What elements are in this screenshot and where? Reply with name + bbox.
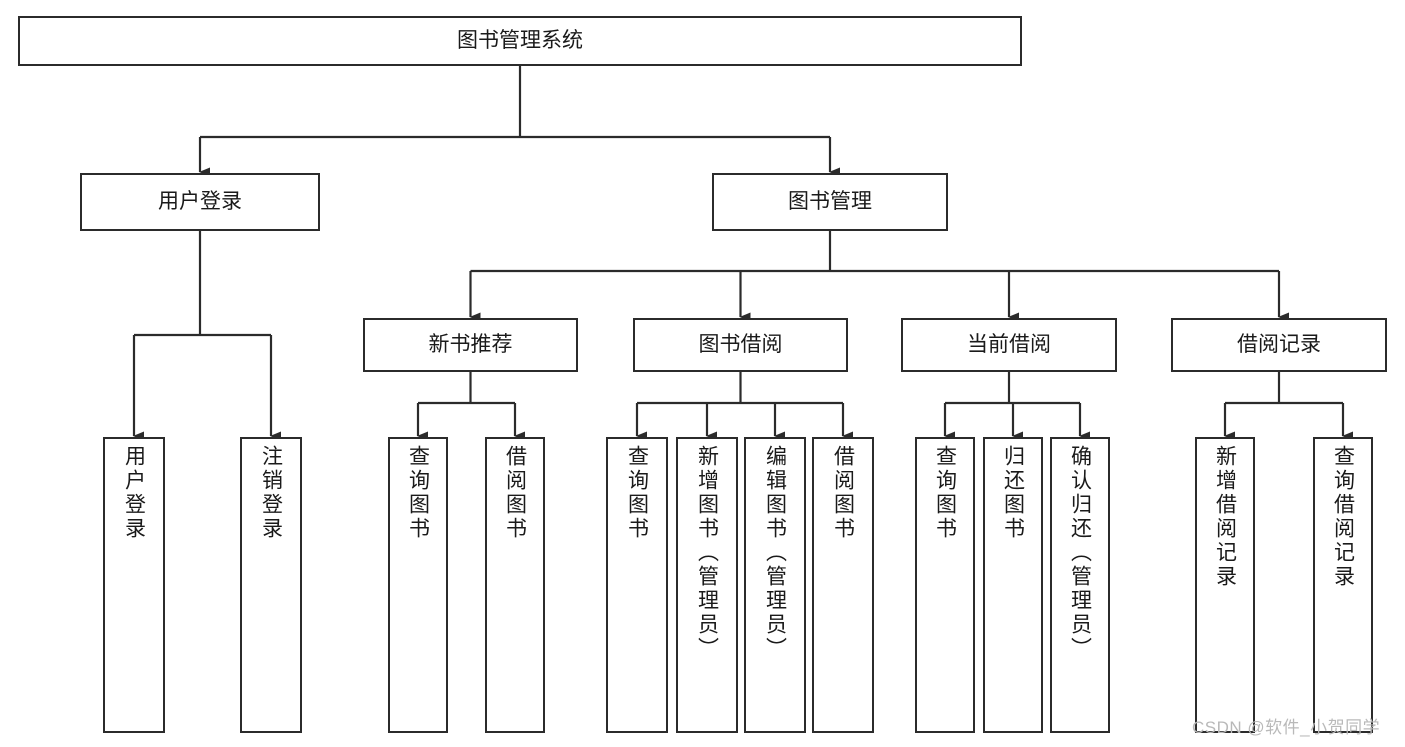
node-book-manage[interactable]: 图书管理	[712, 173, 948, 231]
node-label-current-borrow: 当前借阅	[967, 333, 1051, 357]
node-label-book-borrow: 图书借阅	[698, 333, 783, 357]
node-leaf-cb-confirm[interactable]: 确认归还（管理员）	[1050, 437, 1110, 733]
node-label-book-manage: 图书管理	[788, 190, 872, 214]
node-label-root: 图书管理系统	[457, 29, 583, 53]
node-leaf-cb-return[interactable]: 归还图书	[983, 437, 1043, 733]
node-label-borrow-record: 借阅记录	[1237, 333, 1321, 357]
node-leaf-bb-borrow[interactable]: 借阅图书	[812, 437, 874, 733]
node-label-leaf-bb-borrow: 借阅图书	[831, 445, 855, 541]
csdn-watermark: CSDN @软件_小贺同学	[1192, 718, 1381, 737]
node-label-leaf-bb-add: 新增图书（管理员）	[695, 445, 719, 661]
node-leaf-br-query[interactable]: 查询借阅记录	[1313, 437, 1373, 733]
node-leaf-user-logout[interactable]: 注销登录	[240, 437, 302, 733]
node-leaf-cb-query[interactable]: 查询图书	[915, 437, 975, 733]
node-label-leaf-rec-borrow: 借阅图书	[503, 445, 527, 541]
node-label-leaf-rec-query: 查询图书	[406, 445, 430, 541]
node-leaf-user-login[interactable]: 用户登录	[103, 437, 165, 733]
node-label-leaf-br-query: 查询借阅记录	[1331, 445, 1355, 589]
node-label-new-book-rec: 新书推荐	[428, 333, 513, 357]
node-label-leaf-bb-edit: 编辑图书（管理员）	[763, 445, 787, 661]
node-label-leaf-cb-return: 归还图书	[1001, 445, 1025, 541]
node-label-leaf-cb-confirm: 确认归还（管理员）	[1068, 445, 1092, 661]
node-user-login[interactable]: 用户登录	[80, 173, 320, 231]
node-leaf-rec-borrow[interactable]: 借阅图书	[485, 437, 545, 733]
node-label-leaf-bb-query: 查询图书	[625, 445, 649, 541]
node-borrow-record[interactable]: 借阅记录	[1171, 318, 1387, 372]
node-label-leaf-user-login: 用户登录	[122, 445, 146, 541]
node-label-leaf-br-add: 新增借阅记录	[1213, 445, 1237, 589]
node-current-borrow[interactable]: 当前借阅	[901, 318, 1117, 372]
node-leaf-bb-edit[interactable]: 编辑图书（管理员）	[744, 437, 806, 733]
node-leaf-bb-query[interactable]: 查询图书	[606, 437, 668, 733]
connector-lines	[132, 66, 1353, 441]
node-label-leaf-user-logout: 注销登录	[259, 445, 283, 541]
node-label-user-login: 用户登录	[158, 190, 242, 214]
node-leaf-rec-query[interactable]: 查询图书	[388, 437, 448, 733]
node-leaf-bb-add[interactable]: 新增图书（管理员）	[676, 437, 738, 733]
node-label-leaf-cb-query: 查询图书	[933, 445, 957, 541]
node-book-borrow[interactable]: 图书借阅	[633, 318, 848, 372]
node-leaf-br-add[interactable]: 新增借阅记录	[1195, 437, 1255, 733]
node-root[interactable]: 图书管理系统	[18, 16, 1022, 66]
node-new-book-rec[interactable]: 新书推荐	[363, 318, 578, 372]
